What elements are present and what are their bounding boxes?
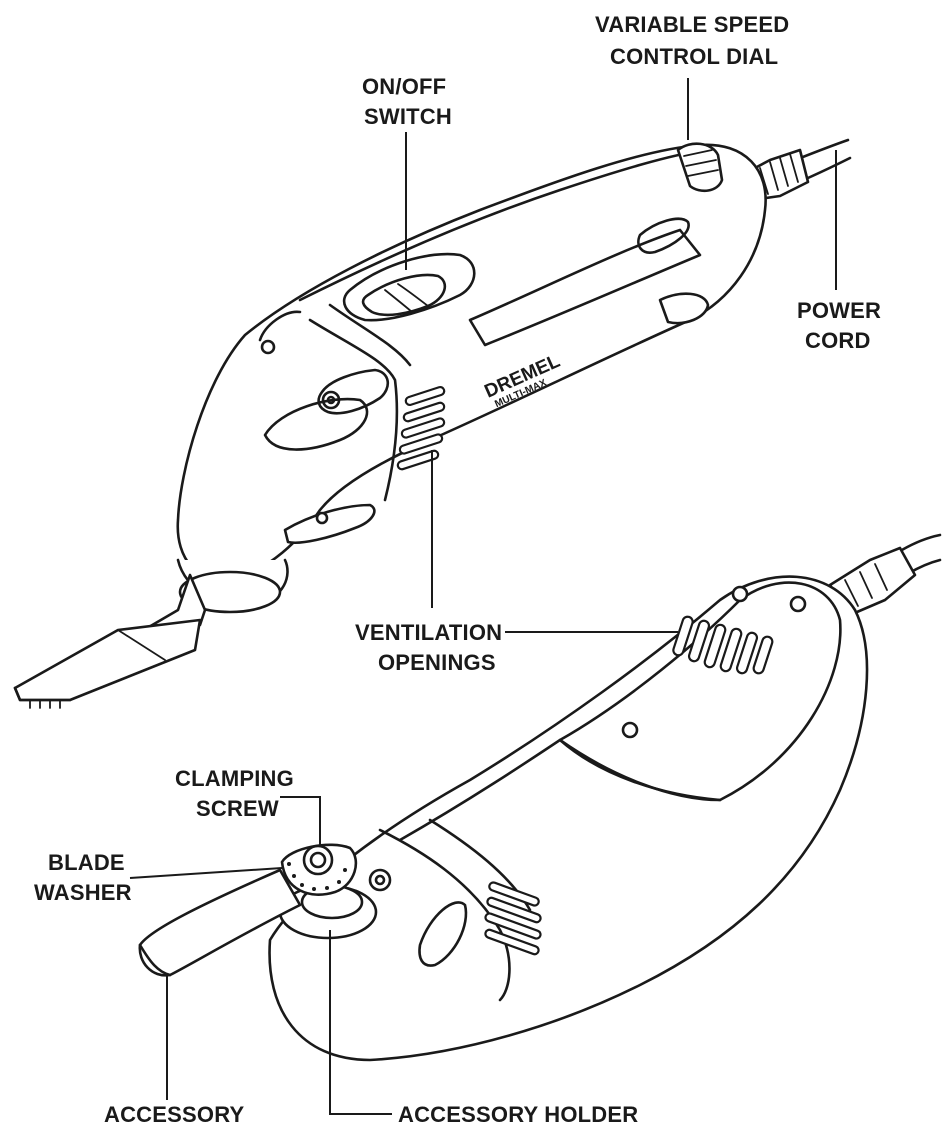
bottom-tool-illustration xyxy=(138,533,942,1062)
label-onoff-line1: ON/OFF xyxy=(362,74,446,99)
label-blade-washer-line1: BLADE xyxy=(48,850,125,875)
label-clamping-line2: SCREW xyxy=(196,796,279,821)
label-clamping-line1: CLAMPING xyxy=(175,766,294,791)
label-ventilation-line1: VENTILATION xyxy=(355,620,502,645)
label-onoff-line2: SWITCH xyxy=(364,104,452,129)
bottom-front-vent-slots xyxy=(484,881,542,956)
bottom-ventilation-slots xyxy=(672,615,774,675)
label-power-cord-line2: CORD xyxy=(805,328,871,353)
label-accessory: ACCESSORY xyxy=(104,1102,244,1127)
label-power-cord-line1: POWER xyxy=(797,298,881,323)
top-tool-blade xyxy=(13,573,207,709)
top-tool-illustration: DREMEL MULTI-MAX xyxy=(13,138,852,709)
leader-lines xyxy=(129,78,837,1115)
blade-washer-and-screw xyxy=(280,843,358,896)
label-accessory-holder: ACCESSORY HOLDER xyxy=(398,1102,638,1127)
label-variable-speed-line1: VARIABLE SPEED xyxy=(595,12,789,37)
label-blade-washer-line2: WASHER xyxy=(34,880,132,905)
callout-labels: VARIABLE SPEED CONTROL DIAL ON/OFF SWITC… xyxy=(34,12,881,1127)
bottom-tool-accessory-blade xyxy=(138,868,302,977)
top-ventilation-slots xyxy=(396,385,446,471)
label-ventilation-line2: OPENINGS xyxy=(378,650,496,675)
label-variable-speed-line2: CONTROL DIAL xyxy=(610,44,778,69)
